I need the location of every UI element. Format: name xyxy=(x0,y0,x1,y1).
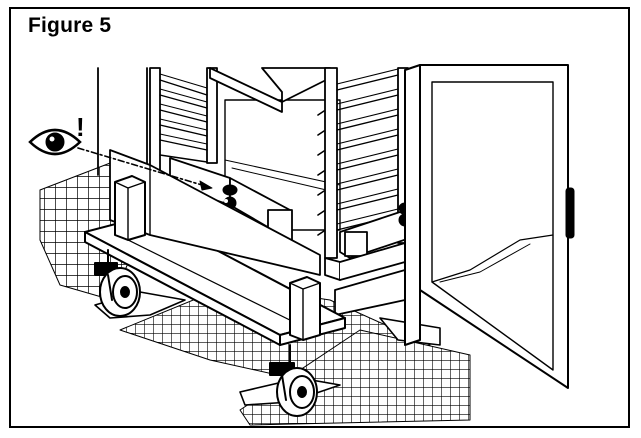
attention-mark-icon: ! xyxy=(76,112,85,142)
caster-wheel-right xyxy=(269,344,318,417)
oven-door xyxy=(404,64,569,389)
rack-left-column xyxy=(149,67,218,174)
door-handle xyxy=(565,187,575,239)
caster-wheel-left xyxy=(94,249,141,317)
figure-title: Figure 5 xyxy=(28,14,112,37)
rack-top-beam xyxy=(209,67,331,113)
trolley-guide-post-right xyxy=(289,276,321,341)
sight-line xyxy=(77,147,213,191)
trolley-platform xyxy=(84,149,346,346)
rack-right-column xyxy=(317,67,409,259)
eye-icon xyxy=(28,128,82,156)
trolley-guide-post-left xyxy=(114,175,146,241)
